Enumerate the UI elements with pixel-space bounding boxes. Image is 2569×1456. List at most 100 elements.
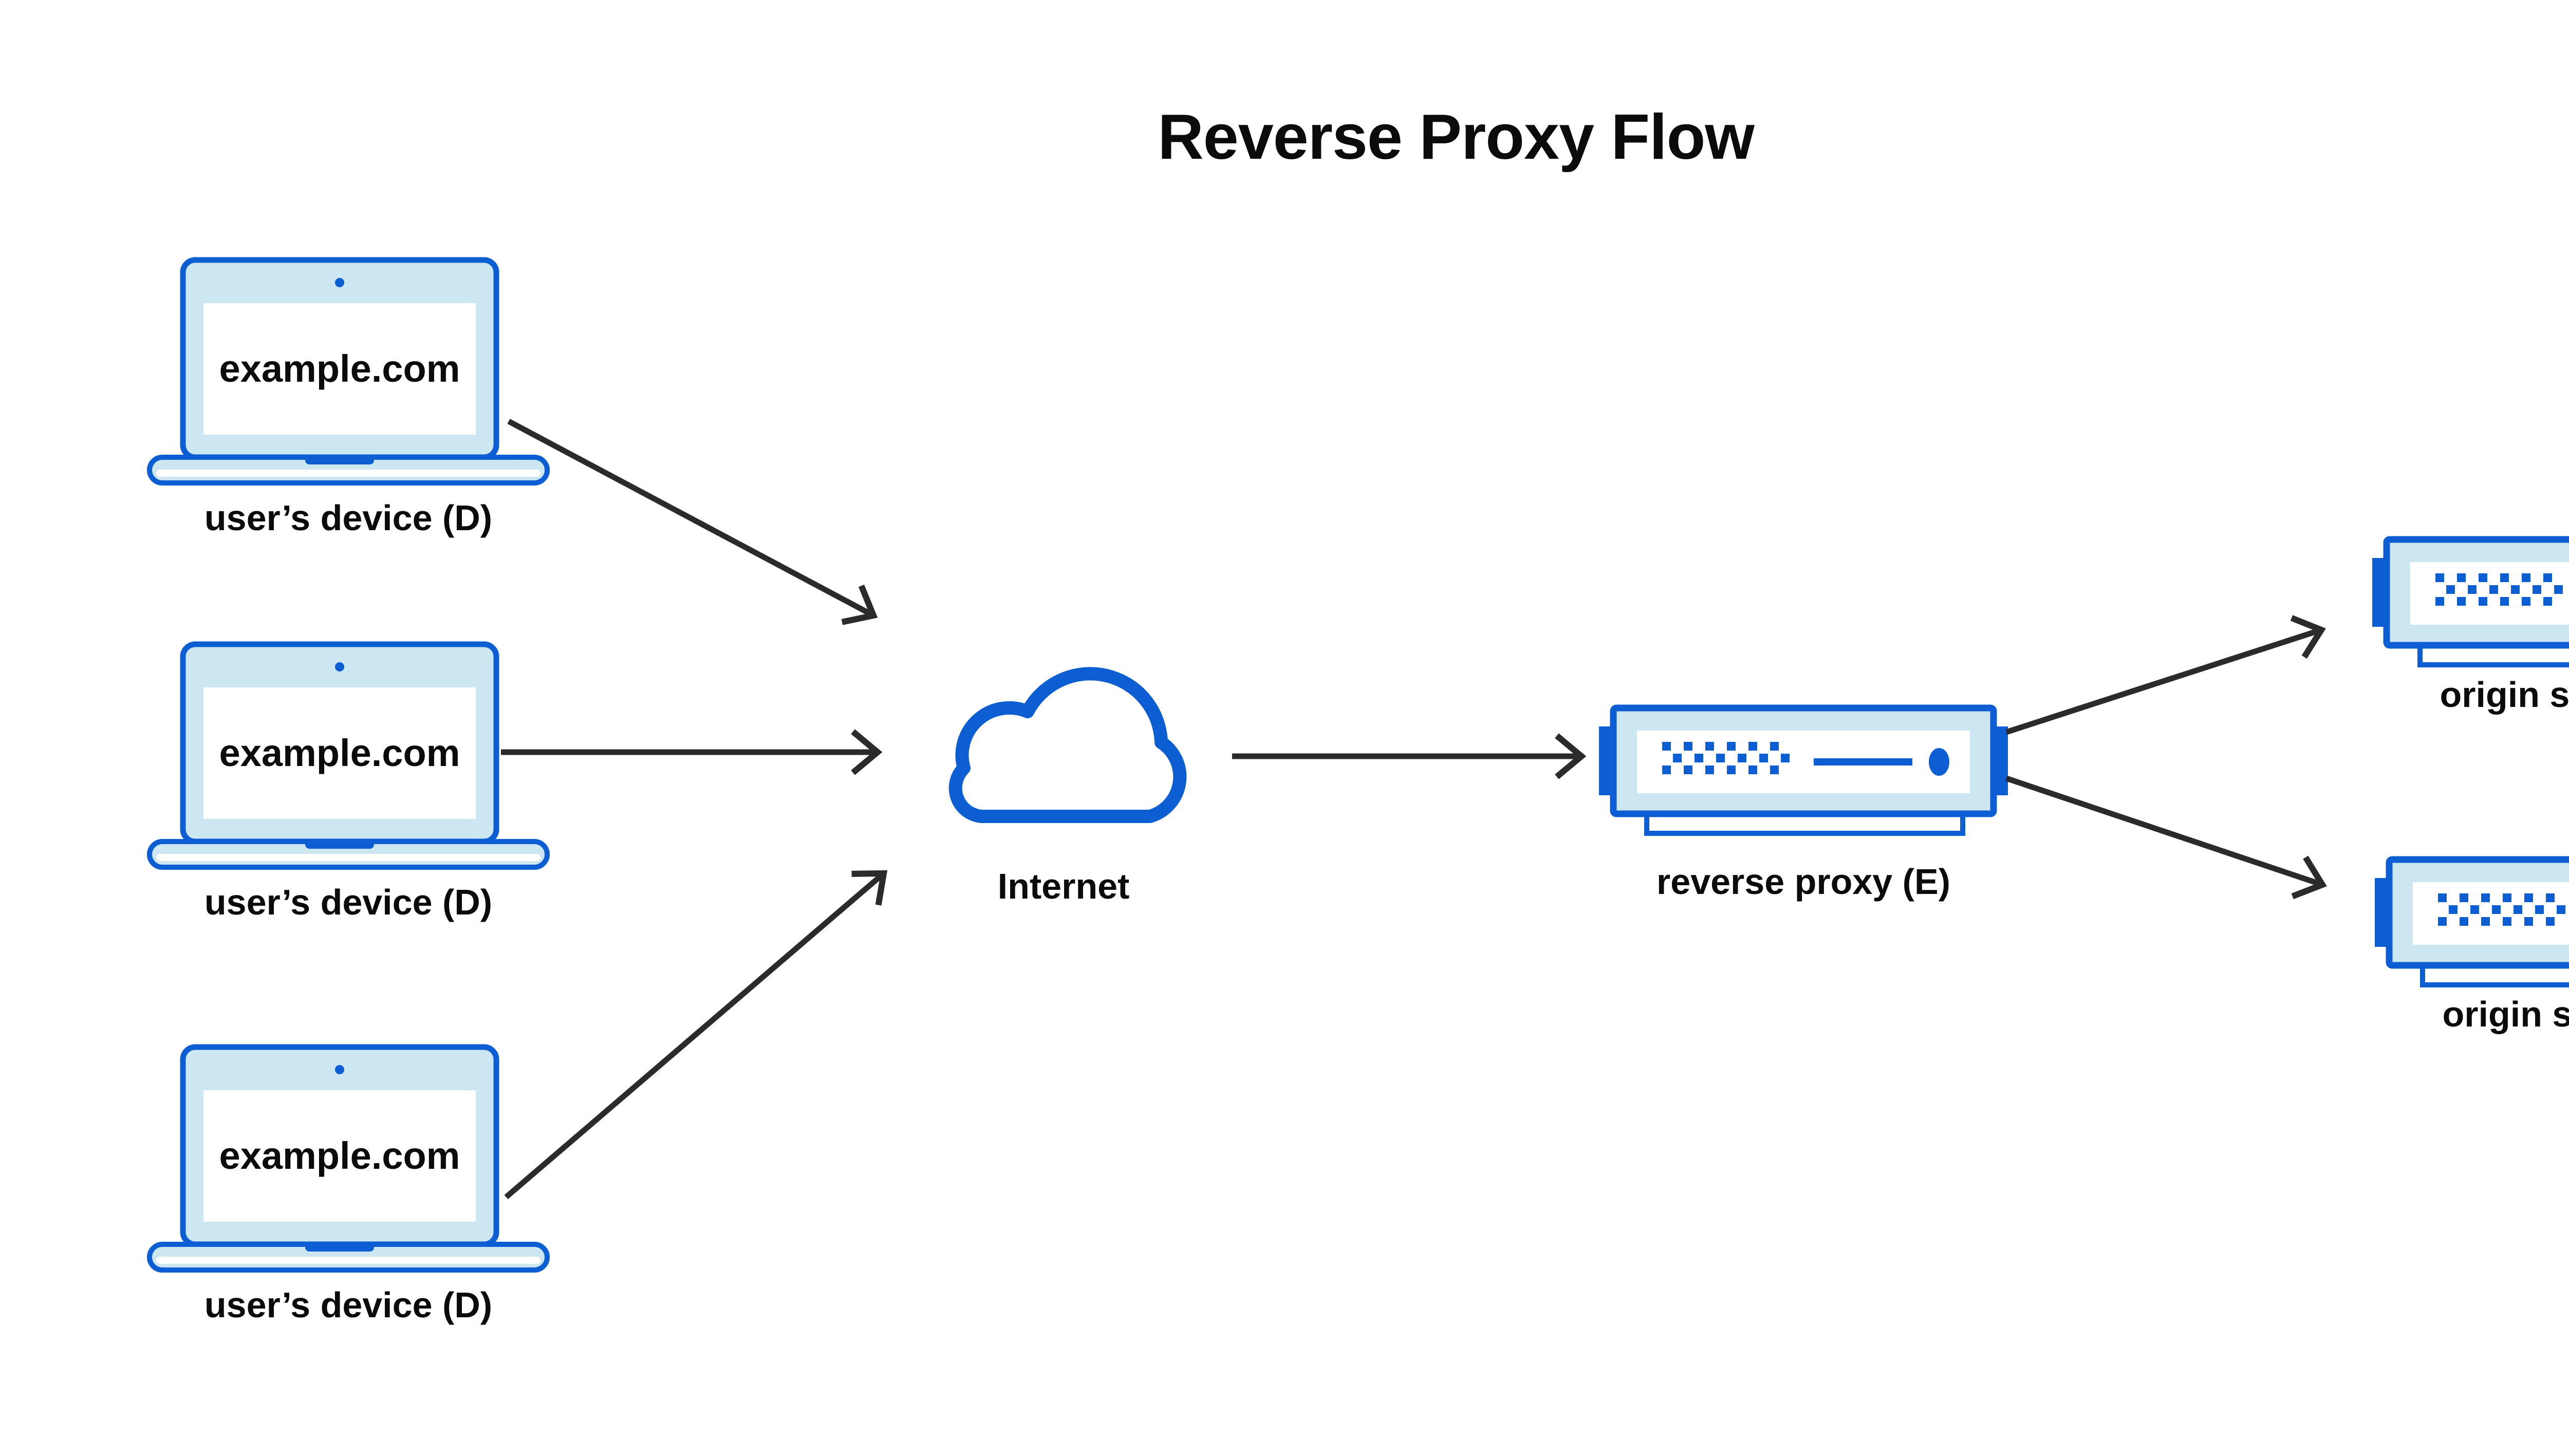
- server-dot-grid: [2435, 573, 2563, 606]
- origin-server-node-2: origin server (F): [2374, 855, 2569, 1034]
- server-dot: [2435, 573, 2444, 582]
- server-dot: [2522, 573, 2530, 582]
- laptop-icon: [147, 1044, 550, 1273]
- device-screen-url: example.com: [219, 1134, 460, 1177]
- reverse-proxy-label: reverse proxy (E): [1656, 862, 1950, 902]
- laptop-base-highlight: [156, 1257, 541, 1264]
- laptop-icon: [147, 257, 550, 486]
- server-dot: [1662, 742, 1671, 751]
- server-dot: [1748, 766, 1757, 774]
- server-dot: [1748, 742, 1757, 751]
- server-dot: [2524, 917, 2533, 926]
- device-node-2: example.com user’s device (D): [147, 641, 550, 922]
- server-dot: [2460, 893, 2468, 902]
- server-dot: [1695, 754, 1703, 762]
- server-dot-grid: [2438, 893, 2565, 926]
- server-dot: [2446, 585, 2455, 594]
- server-dot: [2554, 585, 2563, 594]
- server-dot: [1684, 766, 1692, 774]
- server-dot: [1673, 754, 1682, 762]
- server-dot: [1662, 766, 1671, 774]
- server-dot: [2503, 893, 2511, 902]
- server-dot: [2470, 905, 2479, 914]
- origin-server-label: origin server (F): [2440, 675, 2569, 715]
- server-dot-grid: [1662, 742, 1790, 774]
- diagram-title: Reverse Proxy Flow: [1158, 102, 1755, 173]
- reverse-proxy-node: reverse proxy (E): [1598, 704, 2009, 902]
- laptop-base-highlight: [156, 470, 541, 477]
- laptop-camera-icon: [335, 662, 344, 671]
- server-dot: [2481, 893, 2490, 902]
- server-dot: [2500, 597, 2509, 606]
- server-dot: [2457, 597, 2466, 606]
- server-dot: [2489, 585, 2498, 594]
- server-dot: [2543, 573, 2552, 582]
- laptop-display: [203, 687, 476, 819]
- server-dot: [2533, 585, 2541, 594]
- server-dot: [2503, 917, 2511, 926]
- server-dot: [2500, 573, 2509, 582]
- device-label: user’s device (D): [204, 498, 493, 538]
- laptop-camera-icon: [335, 1065, 344, 1074]
- cloud-shape: [948, 667, 1187, 824]
- server-dot: [1770, 766, 1779, 774]
- server-dot: [2514, 905, 2522, 914]
- server-dot: [1716, 754, 1725, 762]
- device-node-3: example.com user’s device (D): [147, 1044, 550, 1325]
- server-dot: [2435, 597, 2444, 606]
- arrow-device1-to-internet: [507, 419, 878, 625]
- server-dot: [2543, 597, 2552, 606]
- server-dot: [1727, 766, 1736, 774]
- server-dot: [2546, 893, 2555, 902]
- laptop-display: [203, 303, 476, 435]
- server-dot: [2546, 917, 2555, 926]
- server-dot: [2479, 573, 2487, 582]
- server-dot: [2511, 585, 2520, 594]
- server-dot: [1684, 742, 1692, 751]
- server-dot: [2535, 905, 2544, 914]
- internet-node: Internet: [920, 645, 1207, 906]
- device-screen-url: example.com: [219, 347, 460, 390]
- server-dot: [1759, 754, 1768, 762]
- server-dot: [1705, 766, 1714, 774]
- server-led-icon: [1929, 748, 1949, 776]
- server-dot: [2460, 917, 2468, 926]
- device-label: user’s device (D): [204, 1285, 493, 1325]
- server-dot: [2457, 573, 2466, 582]
- laptop-display: [203, 1090, 476, 1222]
- server-dot: [1705, 742, 1714, 751]
- device-label: user’s device (D): [204, 882, 493, 922]
- device-node-1: example.com user’s device (D): [147, 257, 550, 538]
- server-dot: [2481, 917, 2490, 926]
- device-screen-url: example.com: [219, 732, 460, 774]
- server-dot: [2438, 893, 2447, 902]
- server-icon: [2372, 536, 2569, 667]
- server-dot: [1727, 742, 1736, 751]
- origin-server-label: origin server (F): [2442, 994, 2569, 1034]
- arrow-device3-to-internet: [504, 870, 888, 1200]
- server-icon: [2375, 856, 2569, 987]
- arrow-proxy-to-origin1: [2005, 615, 2326, 735]
- server-panel: [1637, 731, 1970, 793]
- server-dot: [2492, 905, 2501, 914]
- laptop-notch: [305, 1243, 374, 1252]
- server-dot: [2438, 917, 2447, 926]
- server-dot: [1781, 754, 1790, 762]
- server-icon: [1599, 704, 2008, 836]
- server-dot: [2522, 597, 2530, 606]
- laptop-camera-icon: [335, 278, 344, 287]
- server-dot: [2479, 597, 2487, 606]
- laptop-icon: [147, 641, 550, 870]
- internet-label: Internet: [997, 866, 1130, 906]
- origin-server-node-1: origin server (F): [2371, 535, 2569, 715]
- server-dot: [2524, 893, 2533, 902]
- laptop-notch: [305, 841, 374, 849]
- arrow-proxy-to-origin2: [2005, 775, 2327, 900]
- server-dot: [2449, 905, 2458, 914]
- cloud-icon: [948, 667, 1187, 824]
- server-dot: [2468, 585, 2477, 594]
- laptop-base-highlight: [156, 854, 541, 861]
- server-dot: [2557, 905, 2565, 914]
